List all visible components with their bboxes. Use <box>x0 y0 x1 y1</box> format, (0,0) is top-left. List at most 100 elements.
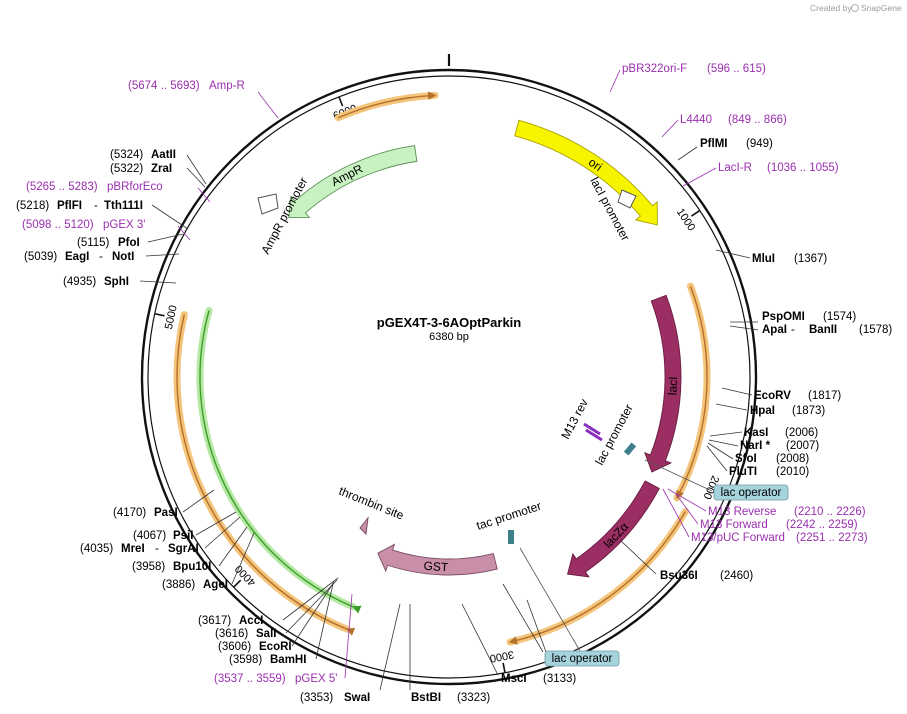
site-name: BstBI <box>411 692 441 704</box>
plasmid-name: pGEX4T-3-6AOptParkin <box>377 315 522 330</box>
site-leader <box>677 146 698 161</box>
primer-leader <box>662 488 690 538</box>
site-leader <box>291 581 335 647</box>
site-leader <box>715 403 748 411</box>
orf-arc-core <box>508 511 687 645</box>
site-leader <box>526 599 547 653</box>
primer-range: (849 .. 866) <box>728 114 787 126</box>
site-pos: (4035) <box>80 543 113 555</box>
credit-app: SnapGene <box>861 3 902 13</box>
site-name-2: SgrAI <box>168 543 199 555</box>
primer-leader <box>667 488 707 512</box>
feature-label-gst: GST <box>423 559 449 575</box>
site-pos: (3323) <box>457 692 490 704</box>
site-leader <box>315 583 334 660</box>
site-name: SphI <box>104 276 129 288</box>
primer-leader <box>682 167 717 187</box>
feature-laci <box>644 294 682 473</box>
orf-arc <box>673 282 711 502</box>
primer-name: Amp-R <box>209 80 245 92</box>
svg-text:lac operator: lac operator <box>552 653 613 665</box>
primer-name: pGEX 5' <box>295 673 337 685</box>
ampr-promoter-glyph <box>257 193 279 215</box>
site-name: PasI <box>154 507 178 519</box>
primer-leader <box>197 187 211 203</box>
site-leader <box>182 489 215 513</box>
feature-lacza <box>567 480 660 578</box>
orf-arc-core <box>199 310 362 614</box>
primers: pBR322ori-F (596 .. 615) L4440 (849 .. 8… <box>22 63 868 685</box>
site-pos: (1817) <box>808 390 841 402</box>
site-leader <box>282 577 339 621</box>
site-leader <box>721 387 753 396</box>
site-leader <box>706 445 728 472</box>
label-tac-promoter: tac promoter <box>475 499 543 533</box>
sites-bottom: MscI (3133) BstBI (3323) (3353) SwaI <box>300 673 576 704</box>
site-name: EcoRI <box>259 641 292 653</box>
primer-name: L4440 <box>680 114 712 126</box>
site-leader <box>204 516 241 549</box>
site-leader <box>707 442 734 460</box>
scale-tick-label: 5000 <box>163 304 180 330</box>
site-leader <box>145 253 180 257</box>
primer-range: (5674 .. 5693) <box>128 80 200 92</box>
primer-name: M13/pUC Forward <box>691 532 785 544</box>
site-name: PflMI <box>700 138 727 150</box>
site-pos: (2460) <box>720 570 753 582</box>
site-name: HpaI <box>750 405 775 417</box>
svg-text:-: - <box>155 543 159 555</box>
site-pos: (4067) <box>133 530 166 542</box>
operator-leader <box>644 459 713 492</box>
site-name: EagI <box>65 251 89 263</box>
site-name: MscI <box>501 673 527 685</box>
site-pos: (3886) <box>162 579 195 591</box>
feature-ori <box>514 119 658 226</box>
sites-left: (5324) AatII (5322) ZraI (5218) PflFI - … <box>16 149 306 666</box>
site-pos: (2010) <box>776 466 809 478</box>
site-leader <box>729 325 759 331</box>
site-name: Bsu36I <box>660 570 698 582</box>
site-name: Bpu10I <box>173 561 211 573</box>
site-leader <box>151 204 189 230</box>
site-pos: (949) <box>746 138 773 150</box>
site-pos: (1367) <box>794 253 827 265</box>
primer-range: (596 .. 615) <box>707 63 766 75</box>
site-name-2: NotI <box>112 251 134 263</box>
scale-tick <box>232 579 242 588</box>
operator-leader <box>519 547 581 652</box>
site-name: AccI <box>239 615 263 627</box>
primer-range: (2251 .. 2273) <box>796 532 868 544</box>
lac-operator-label-1: lac operator <box>713 484 789 501</box>
label-thrombin-site: thrombin site <box>337 484 406 523</box>
site-leader-lines <box>139 69 759 691</box>
primer-name: pBR322ori-F <box>622 63 687 75</box>
site-leader <box>218 526 248 567</box>
site-leader <box>195 511 237 536</box>
site-pos: (2006) <box>785 427 818 439</box>
primer-leader <box>675 493 699 525</box>
m13-rev-glyph <box>583 422 603 442</box>
site-name: AatII <box>151 149 176 161</box>
primer-name: M13 Forward <box>700 519 768 531</box>
site-name: ZraI <box>151 163 172 175</box>
site-pos: (2007) <box>786 440 819 452</box>
label-m13-rev: M13 rev <box>558 397 591 442</box>
site-pos: (5322) <box>110 163 143 175</box>
orf-arc-core <box>337 91 437 119</box>
backbone-inner <box>147 75 751 679</box>
site-pos: (1578) <box>859 324 892 336</box>
site-pos: (3958) <box>132 561 165 573</box>
site-name: MreI <box>121 543 145 555</box>
site-name: NarI * <box>740 440 771 452</box>
site-pos: (5039) <box>24 251 57 263</box>
feature-label-ori: ori <box>586 155 605 174</box>
primer-range: (1036 .. 1055) <box>767 162 839 174</box>
site-leader <box>186 154 207 185</box>
site-pos: (3606) <box>218 641 251 653</box>
site-pos: (1873) <box>792 405 825 417</box>
site-name: ApaI <box>762 324 787 336</box>
site-leader <box>379 603 401 691</box>
site-leader <box>708 439 739 447</box>
feature-ampr <box>288 145 418 219</box>
